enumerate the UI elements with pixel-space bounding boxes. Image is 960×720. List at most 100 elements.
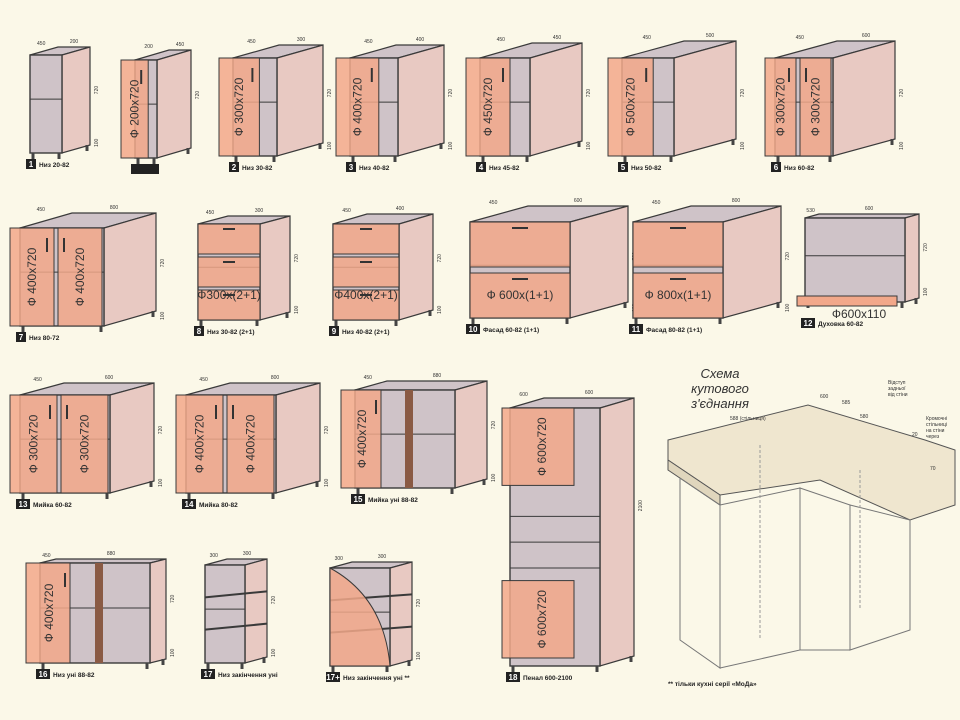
dimension-label: 720 — [437, 254, 443, 263]
dimension-label: 800 — [110, 205, 119, 211]
cabinet-number-badge — [16, 332, 26, 342]
dimension-label: 100 — [324, 478, 330, 487]
dimension-label: 720 — [324, 426, 330, 435]
facade-curved-door — [329, 567, 391, 667]
door-handle — [370, 68, 373, 82]
door-handle — [66, 405, 68, 419]
facade-label: Ф 400x720 — [25, 247, 39, 306]
cabinet-number: 18 — [509, 673, 518, 682]
scheme-dim-6: 585 — [842, 400, 851, 406]
dimension-label: 800 — [271, 375, 280, 381]
door-handle — [645, 68, 648, 82]
dimension-label: 720 — [158, 426, 164, 435]
scheme-footnote: ** тільки кухні серії «МоДа» — [668, 680, 757, 688]
cabinet-leg — [331, 666, 335, 672]
cabinet-leg — [914, 298, 918, 304]
door-handle — [232, 405, 234, 419]
cabinet-number: 2 — [232, 163, 237, 172]
dimension-label: 100 — [437, 305, 443, 314]
dimension-label: 100 — [271, 648, 277, 657]
cabinet-caption: Низ 30-82 (2+1) — [207, 329, 255, 336]
facade-label: Ф 300x720 — [78, 414, 92, 473]
cabinet-leg — [85, 145, 89, 151]
cabinet-leg — [595, 666, 599, 672]
dimension-label: 450 — [37, 41, 46, 47]
dimension-label: 300 — [210, 553, 219, 559]
facade-label: Ф 300x720 — [774, 77, 788, 136]
dimension-label: 450 — [796, 35, 805, 41]
cabinet-number: 16 — [39, 670, 48, 679]
dimension-label: 450 — [364, 39, 373, 45]
cabinet-leg — [776, 156, 780, 162]
facade-door — [60, 394, 109, 494]
cabinet-leg — [234, 156, 238, 162]
facade-label: Ф 400x720 — [42, 583, 56, 642]
cabinet-number: 1 — [29, 160, 34, 169]
dimension-label: 800 — [732, 198, 741, 204]
dimension-label: 600 — [862, 33, 871, 39]
cabinet-front-frame — [204, 564, 246, 664]
scheme-dim-4: 70 — [930, 466, 936, 472]
corner-scheme: Схема кутового з'єднання Відступ задньої… — [667, 366, 956, 688]
cabinet-number-badge — [229, 162, 239, 172]
cabinet-leg — [428, 310, 432, 316]
cabinet-leg — [511, 666, 515, 672]
cabinet-side — [109, 382, 155, 494]
facade-label: Ф 400x720 — [355, 409, 369, 468]
facade-label: Ф 450x720 — [481, 77, 495, 136]
dimension-label: 880 — [433, 373, 442, 379]
dimension-label: 300 — [335, 556, 344, 562]
scheme-note-1: Відступ — [888, 380, 906, 386]
open-shelf — [204, 590, 268, 599]
cabinet-leg — [669, 156, 673, 162]
cabinet-leg — [623, 302, 627, 308]
facade-door — [25, 562, 71, 664]
cabinet-leg — [334, 320, 338, 326]
cabinet-number: 14 — [185, 500, 194, 509]
dimension-label: 600 — [865, 206, 874, 212]
cabinet-caption: Мийка 80-82 — [199, 501, 238, 509]
cabinet-leg — [481, 156, 485, 162]
door-handle — [251, 68, 254, 82]
cabinet-leg — [623, 156, 627, 162]
cabinet-caption: Фасад 80-82 (1+1) — [646, 327, 702, 334]
cabinet-side — [275, 382, 321, 494]
dimension-label: 400 — [416, 37, 425, 43]
scheme-countertop — [667, 404, 956, 521]
cabinet-caption: Низ закінчення уні ** — [343, 674, 410, 682]
cabinet-number-badge — [618, 162, 628, 172]
facade-label: Ф 300x720 — [27, 414, 41, 473]
cabinet-leg — [525, 156, 529, 162]
dimension-label: 100 — [923, 287, 929, 296]
cabinet-side — [61, 46, 91, 154]
dimension-label: 450 — [247, 39, 256, 45]
cabinet-leg — [272, 156, 276, 162]
cabinet-leg — [315, 481, 319, 487]
facade-door — [120, 59, 149, 159]
cabinet-leg — [351, 156, 355, 162]
drawer-handle — [223, 261, 235, 263]
cabinet-leg — [577, 141, 581, 147]
cabinet-number-badge — [506, 672, 520, 682]
cabinet-side — [599, 397, 635, 667]
cabinet-side — [832, 40, 896, 157]
door-handle — [805, 68, 807, 82]
cabinet-leg — [151, 311, 155, 317]
drawer-handle — [360, 228, 372, 230]
dimension-label: 2100 — [638, 500, 644, 511]
cabinet-leg — [828, 156, 832, 162]
scheme-dim-1: 600 — [820, 394, 829, 400]
cabinet-leg — [99, 326, 103, 332]
cabinet-side — [529, 42, 583, 157]
cabinet-number: 17 — [204, 670, 213, 679]
cabinet-caption: Низ 60-82 — [784, 165, 815, 172]
cabinet-caption: Пенал 600-2100 — [523, 675, 573, 682]
dimension-label: 880 — [107, 551, 116, 557]
cabinet-leg — [393, 156, 397, 162]
dimension-label: 450 — [553, 35, 562, 41]
facade-door — [340, 389, 382, 489]
